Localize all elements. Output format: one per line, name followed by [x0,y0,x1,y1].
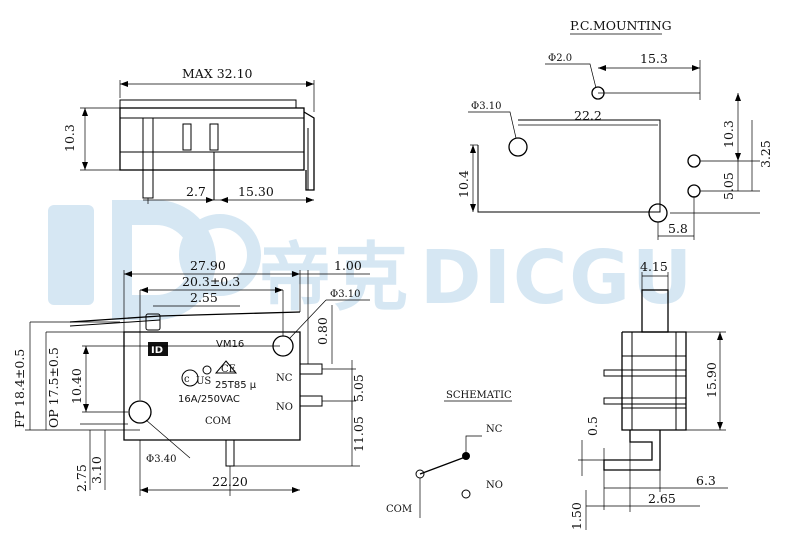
label-hole-left: Φ3.40 [146,454,176,465]
label-hole-right: Φ3.10 [330,289,360,300]
schematic-title: SCHEMATIC [446,390,512,401]
svg-text:c: c [184,374,190,385]
dim-fp: FP 18.4±0.5 [12,349,27,428]
watermark-cjk: 帝克 [258,235,410,321]
nc-label: NC [276,373,293,384]
svg-text:ID: ID [151,345,163,356]
dim-15-3: 15.3 [640,51,668,66]
dim-11-05: 11.05 [351,416,366,452]
dim-20-3: 20.3±0.3 [182,274,240,289]
svg-text:US: US [196,376,211,387]
dim-terminal-offset: 15.30 [238,184,274,199]
pcb-hole-nc [687,154,701,168]
dim-10-4: 10.4 [456,170,471,198]
front-hole-left [128,400,152,424]
dim-2-55: 2.55 [190,290,218,305]
top-side-view: MAX 32.10 10.3 2.7 15.30 [62,66,315,204]
pcb-hole-no [687,184,701,198]
schematic-lever [419,455,469,475]
pc-mounting-title: P.C.MOUNTING [570,18,672,33]
dim-1-50: 1.50 [569,502,584,530]
dim-2-75: 2.75 [74,464,89,492]
contact-nc [462,452,470,460]
dim-5-05: 5.05 [351,374,366,402]
switch-body-front [123,331,301,441]
com-label: COM [205,416,231,427]
schematic-nc: NC [486,424,503,435]
logo-id [148,342,168,356]
label-hole-small: Φ2.0 [548,53,572,64]
dim-5-05-pc: 5.05 [721,172,736,200]
switch-body-top [119,107,305,171]
dim-3-25: 3.25 [758,140,773,168]
mount-hole-large [508,137,528,157]
front-view: ID VM16 c US CE 25T85 μ 16A/250VAC COM N… [12,258,370,496]
dim-2-65: 2.65 [648,491,676,506]
dim-terminal-pitch: 2.7 [186,184,206,199]
contact-no [461,489,471,499]
label-hole-large: Φ3.10 [471,101,501,112]
ce-cert-mark [214,360,238,374]
vde-cert-mark [202,365,212,375]
temp-rating: 25T85 μ [215,380,257,391]
side-view: 4.15 15.90 0.5 6.3 2.65 1.50 [569,259,728,530]
dim-6-3: 6.3 [696,473,716,488]
dim-0-5: 0.5 [585,416,600,436]
terminal-com [225,439,235,467]
side-terminal-nc [603,369,687,377]
watermark: 帝克 DICGU [48,200,694,321]
dim-4-15: 4.15 [640,259,668,274]
dim-22-2: 22.2 [574,108,602,123]
no-label: NO [276,402,293,413]
ul-cert-mark [181,369,199,387]
dim-0-80: 0.80 [315,317,330,345]
dim-5-8: 5.8 [668,221,688,236]
schematic-no: NO [486,480,503,491]
dim-height: 10.3 [62,124,77,152]
mount-hole-com [648,203,668,223]
watermark-brand: DICGU [420,235,694,321]
dim-max-length: MAX 32.10 [182,66,253,81]
dim-27-90: 27.90 [190,258,226,273]
terminal-no [299,395,323,407]
dim-10-3: 10.3 [721,120,736,148]
dim-10-40: 10.40 [69,368,84,404]
pc-mounting-view: P.C.MOUNTING Φ2.0 Φ3.10 15.3 22.2 [456,18,773,240]
dim-15-90: 15.90 [704,362,719,398]
svg-text:CE: CE [221,364,236,375]
dim-22-20: 22.20 [212,474,248,489]
side-terminal-no [603,397,687,405]
schematic: SCHEMATIC NC COM NO [386,390,512,518]
model-text: VM16 [216,339,244,350]
dim-1-00: 1.00 [334,258,362,273]
terminal-nc [299,363,323,375]
schematic-com: COM [386,504,412,515]
dim-3-10: 3.10 [89,456,104,484]
dim-op: OP 17.5±0.5 [46,347,61,428]
rating-text: 16A/250VAC [178,394,240,405]
